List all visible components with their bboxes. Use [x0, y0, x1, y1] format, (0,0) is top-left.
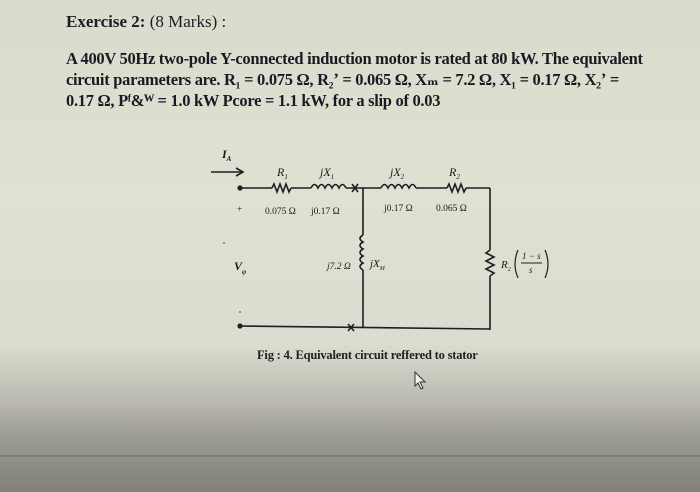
voltage-label: V [234, 259, 243, 273]
r2-resistor-icon [446, 181, 467, 195]
screen-bottom-shade [0, 405, 700, 492]
figure-caption: Fig : 4. Equivalent circuit reffered to … [257, 348, 478, 362]
jx1-label: jX [318, 165, 331, 179]
svg-text:jXM: jXM [368, 258, 386, 272]
svg-text:1 − s: 1 − s [522, 251, 541, 261]
problem-statement: A 400V 50Hz two-pole Y-connected inducti… [66, 48, 696, 111]
current-arrow-icon [211, 167, 245, 177]
jx2-value: j0.17 Ω [383, 204, 413, 214]
exercise-heading: Exercise 2: [66, 12, 146, 31]
jxm-inductor-icon [359, 234, 365, 271]
node-marker-icon [351, 183, 359, 193]
svg-text:s: s [529, 265, 533, 275]
exercise-title: Exercise 2: (8 Marks) : [66, 12, 226, 32]
problem-line-1: A 400V 50Hz two-pole Y-connected inducti… [66, 49, 643, 68]
jxm-label: jX [368, 258, 381, 270]
jx2-label: jX [388, 165, 401, 179]
exercise-marks: (8 Marks) : [145, 12, 227, 31]
equivalent-circuit-diagram: IA R1 jX1 jX2 R2 0.075 Ω j0.17 Ω j0.17 Ω… [211, 147, 549, 390]
svg-text:jX2: jX2 [388, 165, 405, 181]
r2-value: 0.065 Ω [436, 204, 467, 214]
svg-text:R2: R2 [448, 165, 460, 181]
load-expression: R2 1 − s s [500, 249, 549, 279]
bottom-node-marker-icon [347, 323, 355, 332]
jx1-value: j0.17 Ω [310, 207, 340, 217]
svg-text:R2: R2 [500, 259, 511, 273]
jxm-value: j7.2 Ω [325, 262, 351, 272]
jx2-inductor-icon [380, 183, 417, 190]
svg-text:IA: IA [221, 147, 232, 163]
r1-label: R [276, 165, 285, 179]
top-terminal-icon [237, 185, 243, 191]
bottom-terminal-icon [237, 323, 243, 329]
problem-line-2: circuit parameters are. R₁ = 0.075 Ω, R₂… [66, 70, 619, 89]
jx1-inductor-icon [310, 183, 347, 190]
svg-text:R1: R1 [276, 165, 288, 181]
mouse-cursor-icon [414, 370, 427, 390]
svg-text:jX1: jX1 [318, 165, 334, 181]
r1-value: 0.075 Ω [265, 207, 296, 217]
load-resistor-icon [484, 249, 496, 277]
problem-line-3: 0.17 Ω, Pᶠ&ᵂ = 1.0 kW Pcore = 1.1 kW, fo… [66, 91, 441, 110]
current-label: I [221, 147, 228, 161]
screen-edge [0, 455, 700, 457]
r2-label: R [448, 165, 457, 179]
r1-resistor-icon [271, 181, 292, 195]
plus-sign: + [237, 205, 242, 215]
svg-text:Vφ: Vφ [234, 259, 246, 276]
